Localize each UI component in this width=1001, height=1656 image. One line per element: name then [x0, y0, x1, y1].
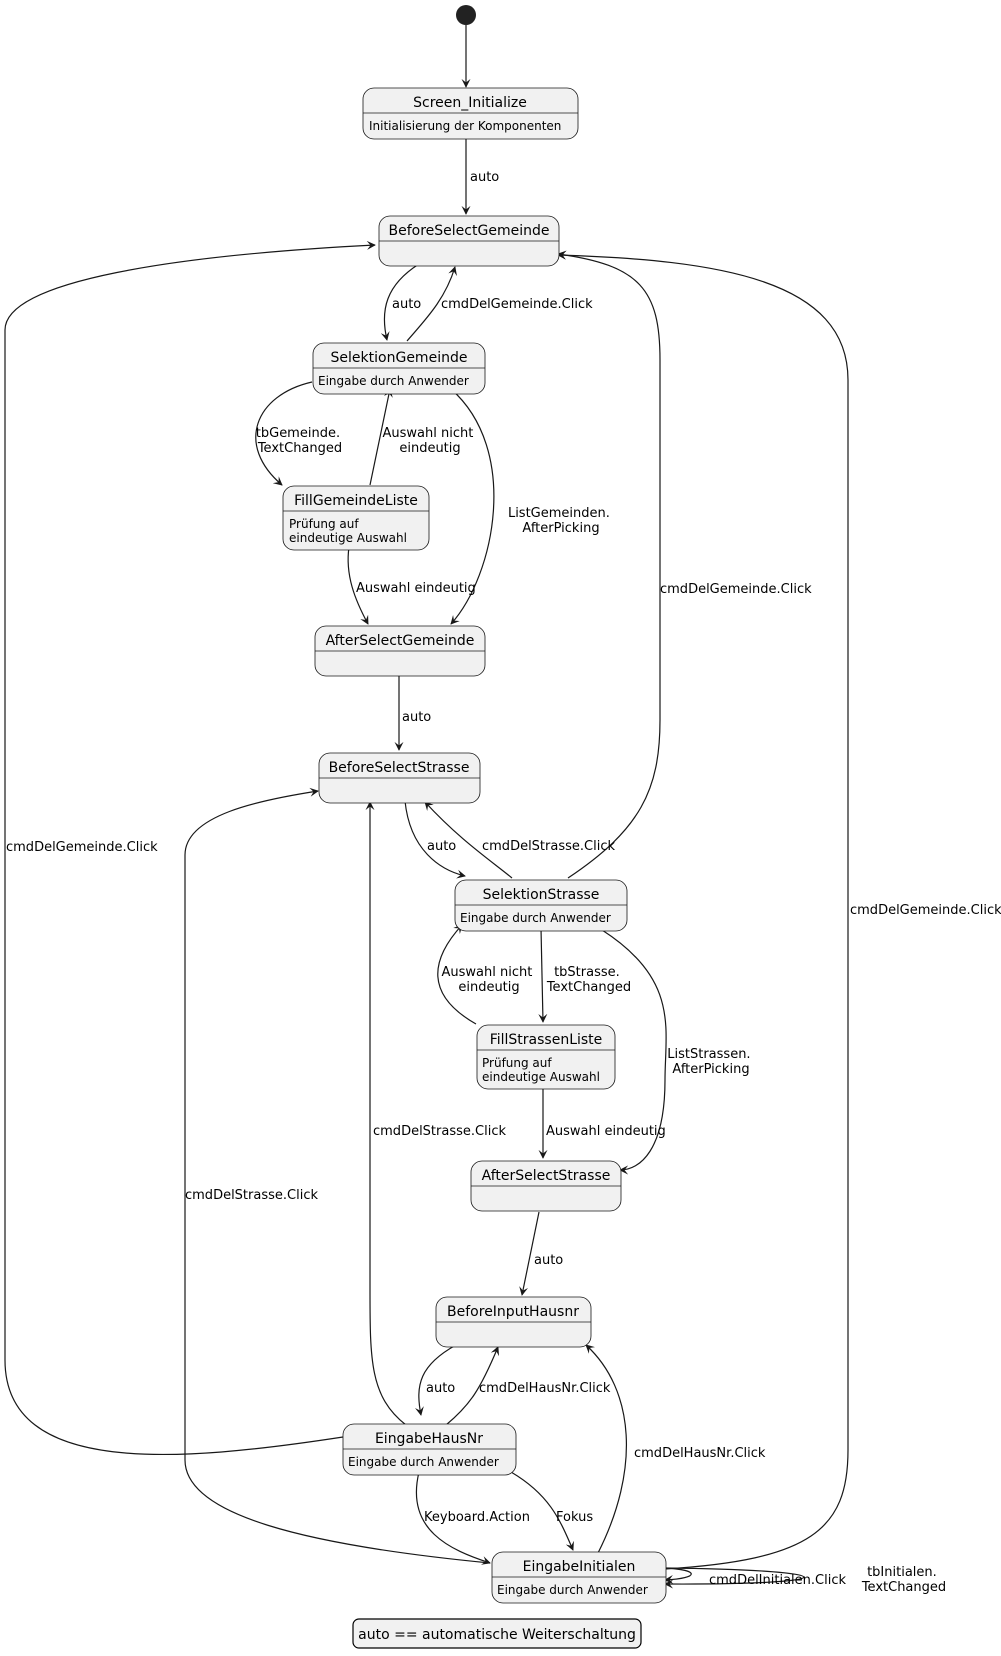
label-sg-to-asg: ListGemeinden. AfterPicking [508, 506, 614, 536]
label-ei-to-bss: cmdDelStrasse.Click [185, 1188, 318, 1203]
edge-bss-to-ss [404, 800, 466, 879]
label-ei-to-bsg: cmdDelGemeinde.Click [850, 903, 1001, 918]
state-name: Screen_Initialize [413, 95, 527, 111]
edge-ss-to-bsg [557, 250, 661, 879]
state-before-select-strasse: BeforeSelectStrasse [318, 752, 481, 804]
edge-ei-to-bss [184, 787, 491, 1564]
state-fill-strassen-liste: FillStrassenListe Prüfung auf eindeutige… [476, 1024, 616, 1090]
label-eh-to-ei-keyboard: Keyboard.Action [424, 1510, 530, 1525]
state-fill-gemeinde-liste: FillGemeindeListe Prüfung auf eindeutige… [282, 485, 430, 551]
state-name: EingabeInitialen [523, 1559, 636, 1575]
state-selektion-gemeinde: SelektionGemeinde Eingabe durch Anwender [312, 342, 486, 395]
state-name: EingabeHausNr [375, 1431, 483, 1447]
state-name: AfterSelectStrasse [482, 1168, 611, 1184]
label-sg-to-fgl: tbGemeinde. TextChanged [256, 426, 344, 456]
state-name: BeforeInputHausnr [447, 1304, 579, 1320]
edge-fgl-to-sg [369, 388, 393, 486]
edge-ei-self-tb [664, 1567, 805, 1589]
label-fsl-to-ass: Auswahl eindeutig [546, 1124, 666, 1139]
label-eh-to-bss: cmdDelStrasse.Click [373, 1124, 506, 1139]
edge-ei-to-bsg [557, 250, 849, 1570]
edge-ass-to-bih [519, 1211, 540, 1296]
edge-bih-to-eh [415, 1344, 457, 1416]
state-description: Eingabe durch Anwender [348, 1455, 499, 1469]
edge-eh-to-bsg [4, 240, 376, 1456]
state-eingabe-initialen: EingabeInitialen Eingabe durch Anwender [491, 1551, 667, 1604]
state-description: Prüfung auf [289, 517, 359, 531]
edge-sg-to-fgl [255, 381, 313, 486]
state-before-input-hausnr: BeforeInputHausnr [435, 1296, 592, 1348]
edge-fsl-to-ss [437, 924, 477, 1025]
label-ei-self-tb: tbInitialen. TextChanged [861, 1565, 946, 1595]
edge-sg-to-asg [450, 388, 495, 625]
label-bih-to-eh: auto [426, 1381, 455, 1396]
state-eingabe-hausnr: EingabeHausNr Eingabe durch Anwender [342, 1423, 517, 1476]
state-after-select-gemeinde: AfterSelectGemeinde [314, 625, 486, 677]
label-fsl-to-ss: Auswahl nicht eindeutig [442, 965, 537, 995]
label-asg-to-bss: auto [402, 710, 431, 725]
label-fgl-to-asg: Auswahl eindeutig [356, 581, 476, 596]
state-name: AfterSelectGemeinde [326, 633, 475, 649]
state-description: Initialisierung der Komponenten [369, 119, 561, 133]
label-ass-to-bih: auto [534, 1253, 563, 1268]
label-bsg-to-sg: auto [392, 297, 421, 312]
transitions [4, 25, 849, 1589]
edge-fgl-to-asg [347, 546, 369, 625]
state-description: Prüfung auf [482, 1056, 552, 1070]
label-ss-to-ass: ListStrassen. AfterPicking [667, 1047, 754, 1077]
edge-ei-to-bih [585, 1344, 627, 1554]
edge-sg-to-bsg [406, 266, 457, 342]
label-eh-to-bsg: cmdDelGemeinde.Click [6, 840, 158, 855]
legend-text: auto == automatische Weiterschaltung [358, 1627, 636, 1643]
state-description: Eingabe durch Anwender [318, 374, 469, 388]
state-selektion-strasse: SelektionStrasse Eingabe durch Anwender [454, 879, 628, 932]
state-description: eindeutige Auswahl [289, 531, 407, 545]
label-ei-self-del: cmdDelInitialen.Click [709, 1573, 846, 1588]
state-name: FillGemeindeListe [294, 493, 418, 509]
state-name: SelektionGemeinde [331, 350, 468, 366]
edge-eh-to-bss [365, 801, 407, 1426]
edge-ss-to-fsl [538, 927, 548, 1023]
state-name: BeforeSelectGemeinde [389, 223, 550, 239]
state-description: Eingabe durch Anwender [497, 1583, 648, 1597]
label-ss-to-fsl: tbStrasse. TextChanged [546, 965, 631, 995]
edge-eh-to-bih [445, 1346, 500, 1426]
edge-eh-to-ei-fokus [510, 1471, 574, 1551]
state-before-select-gemeinde: BeforeSelectGemeinde [378, 215, 560, 267]
label-init-to-bsg: auto [470, 170, 499, 185]
label-fgl-to-sg: Auswahl nicht eindeutig [383, 426, 478, 456]
label-ei-to-bih: cmdDelHausNr.Click [634, 1446, 766, 1461]
label-eh-to-ei-fokus: Fokus [556, 1510, 593, 1525]
edge-ss-to-ass [601, 929, 667, 1175]
state-description: eindeutige Auswahl [482, 1070, 600, 1084]
legend: auto == automatische Weiterschaltung [352, 1618, 642, 1649]
initial-state-dot [456, 5, 476, 25]
label-eh-to-bih: cmdDelHausNr.Click [479, 1381, 611, 1396]
label-ss-to-bss: cmdDelStrasse.Click [482, 839, 615, 854]
edge-ss-to-bss [424, 801, 513, 879]
edge-bsg-to-sg [380, 263, 420, 341]
label-bss-to-ss: auto [427, 839, 456, 854]
label-ss-to-bsg: cmdDelGemeinde.Click [660, 582, 812, 597]
state-screen-initialize: Screen_Initialize Initialisierung der Ko… [362, 87, 579, 140]
state-name: SelektionStrasse [483, 887, 600, 903]
edge-eh-to-ei-keyboard [415, 1471, 491, 1565]
transition-labels: auto auto cmdDelGemeinde.Click tbGemeind… [6, 170, 1001, 1595]
state-after-select-strasse: AfterSelectStrasse [470, 1160, 622, 1212]
state-name: FillStrassenListe [490, 1032, 603, 1048]
state-description: Eingabe durch Anwender [460, 911, 611, 925]
state-name: BeforeSelectStrasse [329, 760, 470, 776]
edge-ei-self-del [664, 1567, 692, 1585]
label-sg-to-bsg: cmdDelGemeinde.Click [441, 297, 593, 312]
